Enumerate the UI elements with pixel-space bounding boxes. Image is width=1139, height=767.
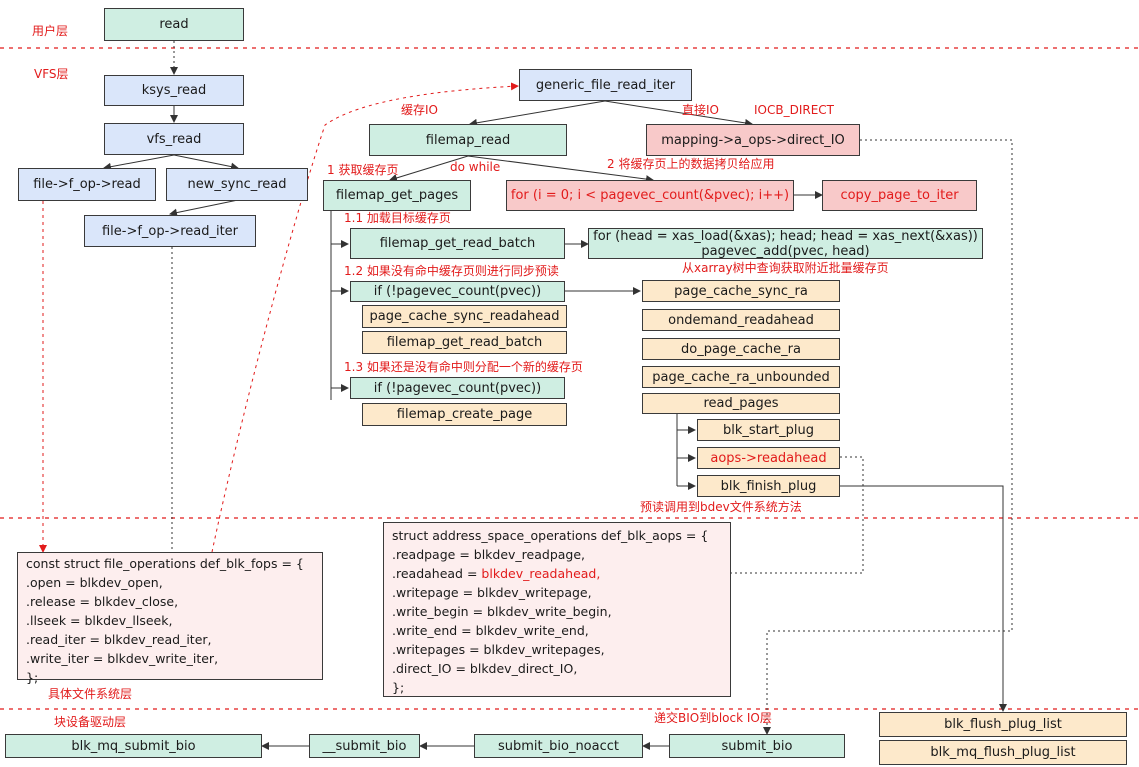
node-page-cache-sync-ra[interactable]: page_cache_sync_ra bbox=[642, 280, 840, 302]
node-generic-file-read-iter[interactable]: generic_file_read_iter bbox=[519, 69, 692, 101]
aops-line-2-prefix: .readahead = bbox=[392, 566, 482, 581]
aops-line-2: .readahead = blkdev_readahead, bbox=[392, 564, 722, 583]
def-blk-aops-block: struct address_space_operations def_blk_… bbox=[383, 522, 731, 697]
layer-separators bbox=[0, 47, 1139, 710]
fops-line-2: .release = blkdev_close, bbox=[26, 594, 179, 609]
def-blk-fops-block: const struct file_operations def_blk_fop… bbox=[17, 552, 323, 685]
xas-loop-line1: for (head = xas_load(&xas); head; head =… bbox=[593, 228, 978, 244]
node-filemap-read[interactable]: filemap_read bbox=[369, 124, 567, 156]
node-if-pagevec-count-1[interactable]: if (!pagevec_count(pvec)) bbox=[350, 281, 565, 302]
node-direct-io[interactable]: mapping->a_ops->direct_IO bbox=[646, 124, 860, 156]
aops-readahead-fn: blkdev_readahead, bbox=[481, 566, 601, 581]
node-submit-bio-noacct[interactable]: submit_bio_noacct bbox=[474, 734, 643, 758]
node-xas-loop[interactable]: for (head = xas_load(&xas); head; head =… bbox=[588, 228, 983, 259]
aops-line-8: }; bbox=[392, 680, 405, 695]
node-read[interactable]: read bbox=[104, 8, 244, 41]
node-blk-mq-flush-plug-list[interactable]: blk_mq_flush_plug_list bbox=[879, 740, 1127, 765]
aops-line-6: .writepages = blkdev_writepages, bbox=[392, 642, 605, 657]
node-new-sync-read[interactable]: new_sync_read bbox=[166, 168, 308, 201]
annotation-step1-3: 1.3 如果还是没有命中则分配一个新的缓存页 bbox=[344, 360, 583, 374]
xas-loop-line2: pagevec_add(pvec, head) bbox=[701, 243, 870, 259]
node-for-pagevec-loop[interactable]: for (i = 0; i < pagevec_count(&pvec); i+… bbox=[506, 180, 794, 211]
fops-line-6: }; bbox=[26, 670, 39, 685]
fops-line-3: .llseek = blkdev_llseek, bbox=[26, 613, 173, 628]
node-read-pages[interactable]: read_pages bbox=[642, 393, 840, 414]
node-filemap-get-pages[interactable]: filemap_get_pages bbox=[323, 180, 471, 211]
node-f-op-read[interactable]: file->f_op->read bbox=[18, 168, 156, 201]
node-blk-finish-plug[interactable]: blk_finish_plug bbox=[697, 475, 840, 497]
node-vfs-read[interactable]: vfs_read bbox=[104, 123, 244, 155]
node-do-page-cache-ra[interactable]: do_page_cache_ra bbox=[642, 338, 840, 360]
node-copy-page-to-iter[interactable]: copy_page_to_iter bbox=[822, 180, 977, 211]
node-page-cache-sync-readahead[interactable]: page_cache_sync_readahead bbox=[362, 305, 567, 328]
node-filemap-get-read-batch[interactable]: filemap_get_read_batch bbox=[350, 228, 565, 259]
node-ondemand-readahead[interactable]: ondemand_readahead bbox=[642, 309, 840, 331]
annotation-step1-1: 1.1 加载目标缓存页 bbox=[344, 211, 451, 225]
fops-line-5: .write_iter = blkdev_write_iter, bbox=[26, 651, 219, 666]
annotation-direct-io: 直接IO bbox=[682, 103, 719, 117]
annotation-step1: 1 获取缓存页 bbox=[327, 163, 399, 177]
aops-line-4: .write_begin = blkdev_write_begin, bbox=[392, 604, 612, 619]
layer-label-vfs: VFS层 bbox=[34, 67, 69, 81]
aops-line-3: .writepage = blkdev_writepage, bbox=[392, 585, 592, 600]
node-aops-readahead[interactable]: aops->readahead bbox=[697, 447, 840, 469]
fops-line-0: const struct file_operations def_blk_fop… bbox=[26, 556, 304, 571]
annotation-do-while: do while bbox=[450, 160, 501, 174]
node-blk-start-plug[interactable]: blk_start_plug bbox=[697, 419, 840, 441]
node-__submit-bio[interactable]: __submit_bio bbox=[309, 734, 420, 758]
annotation-iocb-direct: IOCB_DIRECT bbox=[754, 103, 835, 117]
layer-label-user: 用户层 bbox=[32, 24, 69, 38]
annotation-step1-2: 1.2 如果没有命中缓存页则进行同步预读 bbox=[344, 264, 559, 278]
fops-line-1: .open = blkdev_open, bbox=[26, 575, 163, 590]
node-blk-flush-plug-list[interactable]: blk_flush_plug_list bbox=[879, 712, 1127, 737]
layer-label-fs: 具体文件系统层 bbox=[48, 687, 133, 701]
fops-line-4: .read_iter = blkdev_read_iter, bbox=[26, 632, 212, 647]
node-page-cache-ra-unbounded[interactable]: page_cache_ra_unbounded bbox=[642, 366, 840, 388]
annotation-xarray: 从xarray树中查询获取附近批量缓存页 bbox=[682, 261, 889, 275]
aops-line-1: .readpage = blkdev_readpage, bbox=[392, 547, 586, 562]
layer-label-driver: 块设备驱动层 bbox=[54, 715, 127, 729]
annotation-cache-io: 缓存IO bbox=[401, 103, 438, 117]
node-submit-bio[interactable]: submit_bio bbox=[669, 734, 845, 758]
aops-line-7: .direct_IO = blkdev_direct_IO, bbox=[392, 661, 578, 676]
node-f-op-read-iter[interactable]: file->f_op->read_iter bbox=[84, 215, 256, 247]
node-if-pagevec-count-2[interactable]: if (!pagevec_count(pvec)) bbox=[350, 377, 565, 399]
node-filemap-create-page[interactable]: filemap_create_page bbox=[362, 403, 567, 426]
annotation-submit-bio: 递交BIO到block IO层 bbox=[654, 711, 772, 725]
node-ksys-read[interactable]: ksys_read bbox=[104, 75, 244, 106]
annotation-step2: 2 将缓存页上的数据拷贝给应用 bbox=[607, 157, 775, 171]
node-filemap-get-read-batch-2[interactable]: filemap_get_read_batch bbox=[362, 331, 567, 354]
annotation-readahead: 预读调用到bdev文件系统方法 bbox=[640, 500, 802, 514]
node-blk-mq-submit-bio[interactable]: blk_mq_submit_bio bbox=[5, 734, 262, 758]
aops-line-0: struct address_space_operations def_blk_… bbox=[392, 528, 709, 543]
aops-line-5: .write_end = blkdev_write_end, bbox=[392, 623, 589, 638]
